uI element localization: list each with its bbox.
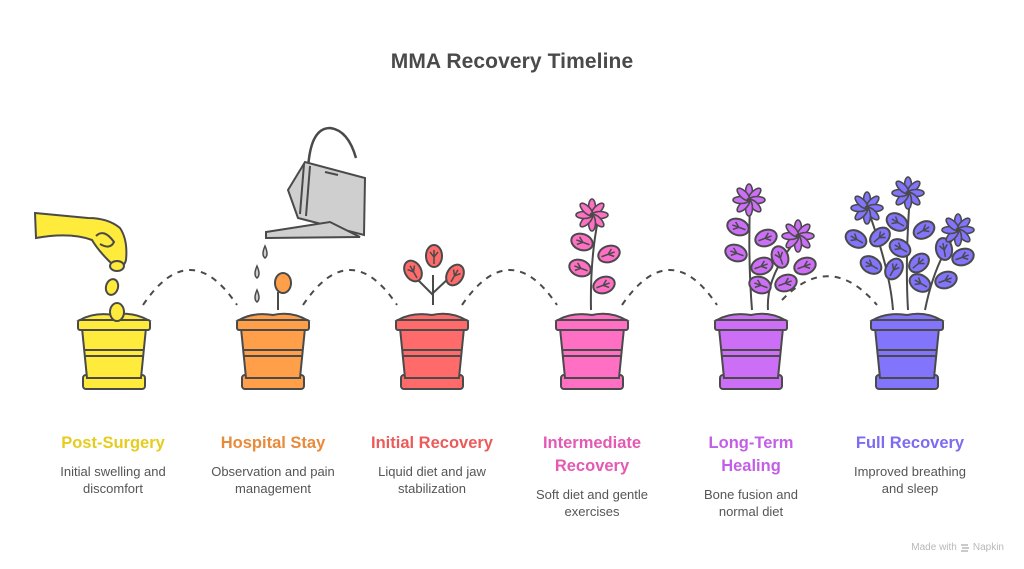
pot-icon [236,312,310,390]
leaf-icon [885,234,915,262]
pot-icon [555,312,629,390]
flower-icon [891,176,925,210]
leaf-icon [721,240,751,266]
leaf-icon [441,260,469,290]
pot-icon [714,312,788,390]
watering-can-icon [265,126,367,240]
pot-icon [870,312,944,390]
small-plant-icon [395,244,469,390]
leaf-icon [594,241,624,267]
stage-title: Hospital Stay [220,434,326,452]
leaf-icon [880,254,908,284]
leaf-icon [567,229,597,255]
stage-title: Full Recovery [855,434,965,452]
leaf-icon [790,253,820,279]
stage-title: Long-Term Healing [708,434,794,475]
connector-1-2 [142,269,238,306]
dashed-connectors [142,269,878,306]
stage-title: Intermediate Recovery [542,434,642,475]
connector-4-5 [621,269,718,306]
flower-icon [850,191,884,225]
flower-icon [575,198,609,232]
seeds-in-pot-icon [33,211,151,390]
connector-3-4 [461,269,558,306]
two-flower-plant-icon [714,183,820,390]
stage-description: Initial swelling and discomfort [60,464,166,496]
stage-description: Liquid diet and jaw stabilization [378,464,486,496]
page-title: MMA Recovery Timeline [390,50,634,73]
stage-hospital-stay: Hospital Stay Observation and pain manag… [193,432,353,497]
leaf-icon [771,270,801,296]
stage-intermediate-recovery: Intermediate Recovery Soft diet and gent… [512,432,672,520]
footer-brand: Napkin [972,542,1004,553]
flowering-plant-icon [555,198,629,390]
leaf-icon [909,216,939,244]
stage-description: Observation and pain management [211,464,335,496]
leaf-icon [841,225,871,253]
leaf-icon [589,272,619,298]
leaf-icon [931,267,961,293]
stage-description: Improved breathing and sleep [853,464,966,496]
connector-2-3 [302,269,398,306]
stage-post-surgery: Post-Surgery Initial swelling and discom… [33,432,193,497]
sprout-in-pot-icon [236,126,367,390]
napkin-attribution: Made with Napkin [911,542,1004,553]
leaf-icon [399,256,427,286]
stage-long-term-healing: Long-Term Healing Bone fusion and normal… [671,432,831,520]
full-bloom-plant-icon [841,176,978,390]
stage-description: Bone fusion and normal diet [704,487,798,519]
flower-icon [732,183,766,217]
pot-icon [395,312,469,390]
leaf-icon [856,251,886,279]
pot-icon [77,312,151,390]
connector-5-6 [781,275,878,306]
water-drops-icon [254,244,268,303]
footer-label: Made with [911,542,957,553]
leaf-icon [948,244,978,270]
stage-description: Soft diet and gentle exercises [535,487,649,519]
leaf-icon [723,214,753,240]
leaf-icon [425,244,443,268]
flower-icon [781,219,815,253]
napkin-logo-icon [960,543,969,552]
leaf-icon [565,255,595,281]
leaf-icon [751,225,781,251]
stage-full-recovery: Full Recovery Improved breathing and sle… [830,432,990,497]
stage-title: Initial Recovery [371,434,493,452]
flower-icon [941,213,975,247]
stage-title: Post-Surgery [61,434,165,452]
stage-initial-recovery: Initial Recovery Liquid diet and jaw sta… [352,432,512,497]
